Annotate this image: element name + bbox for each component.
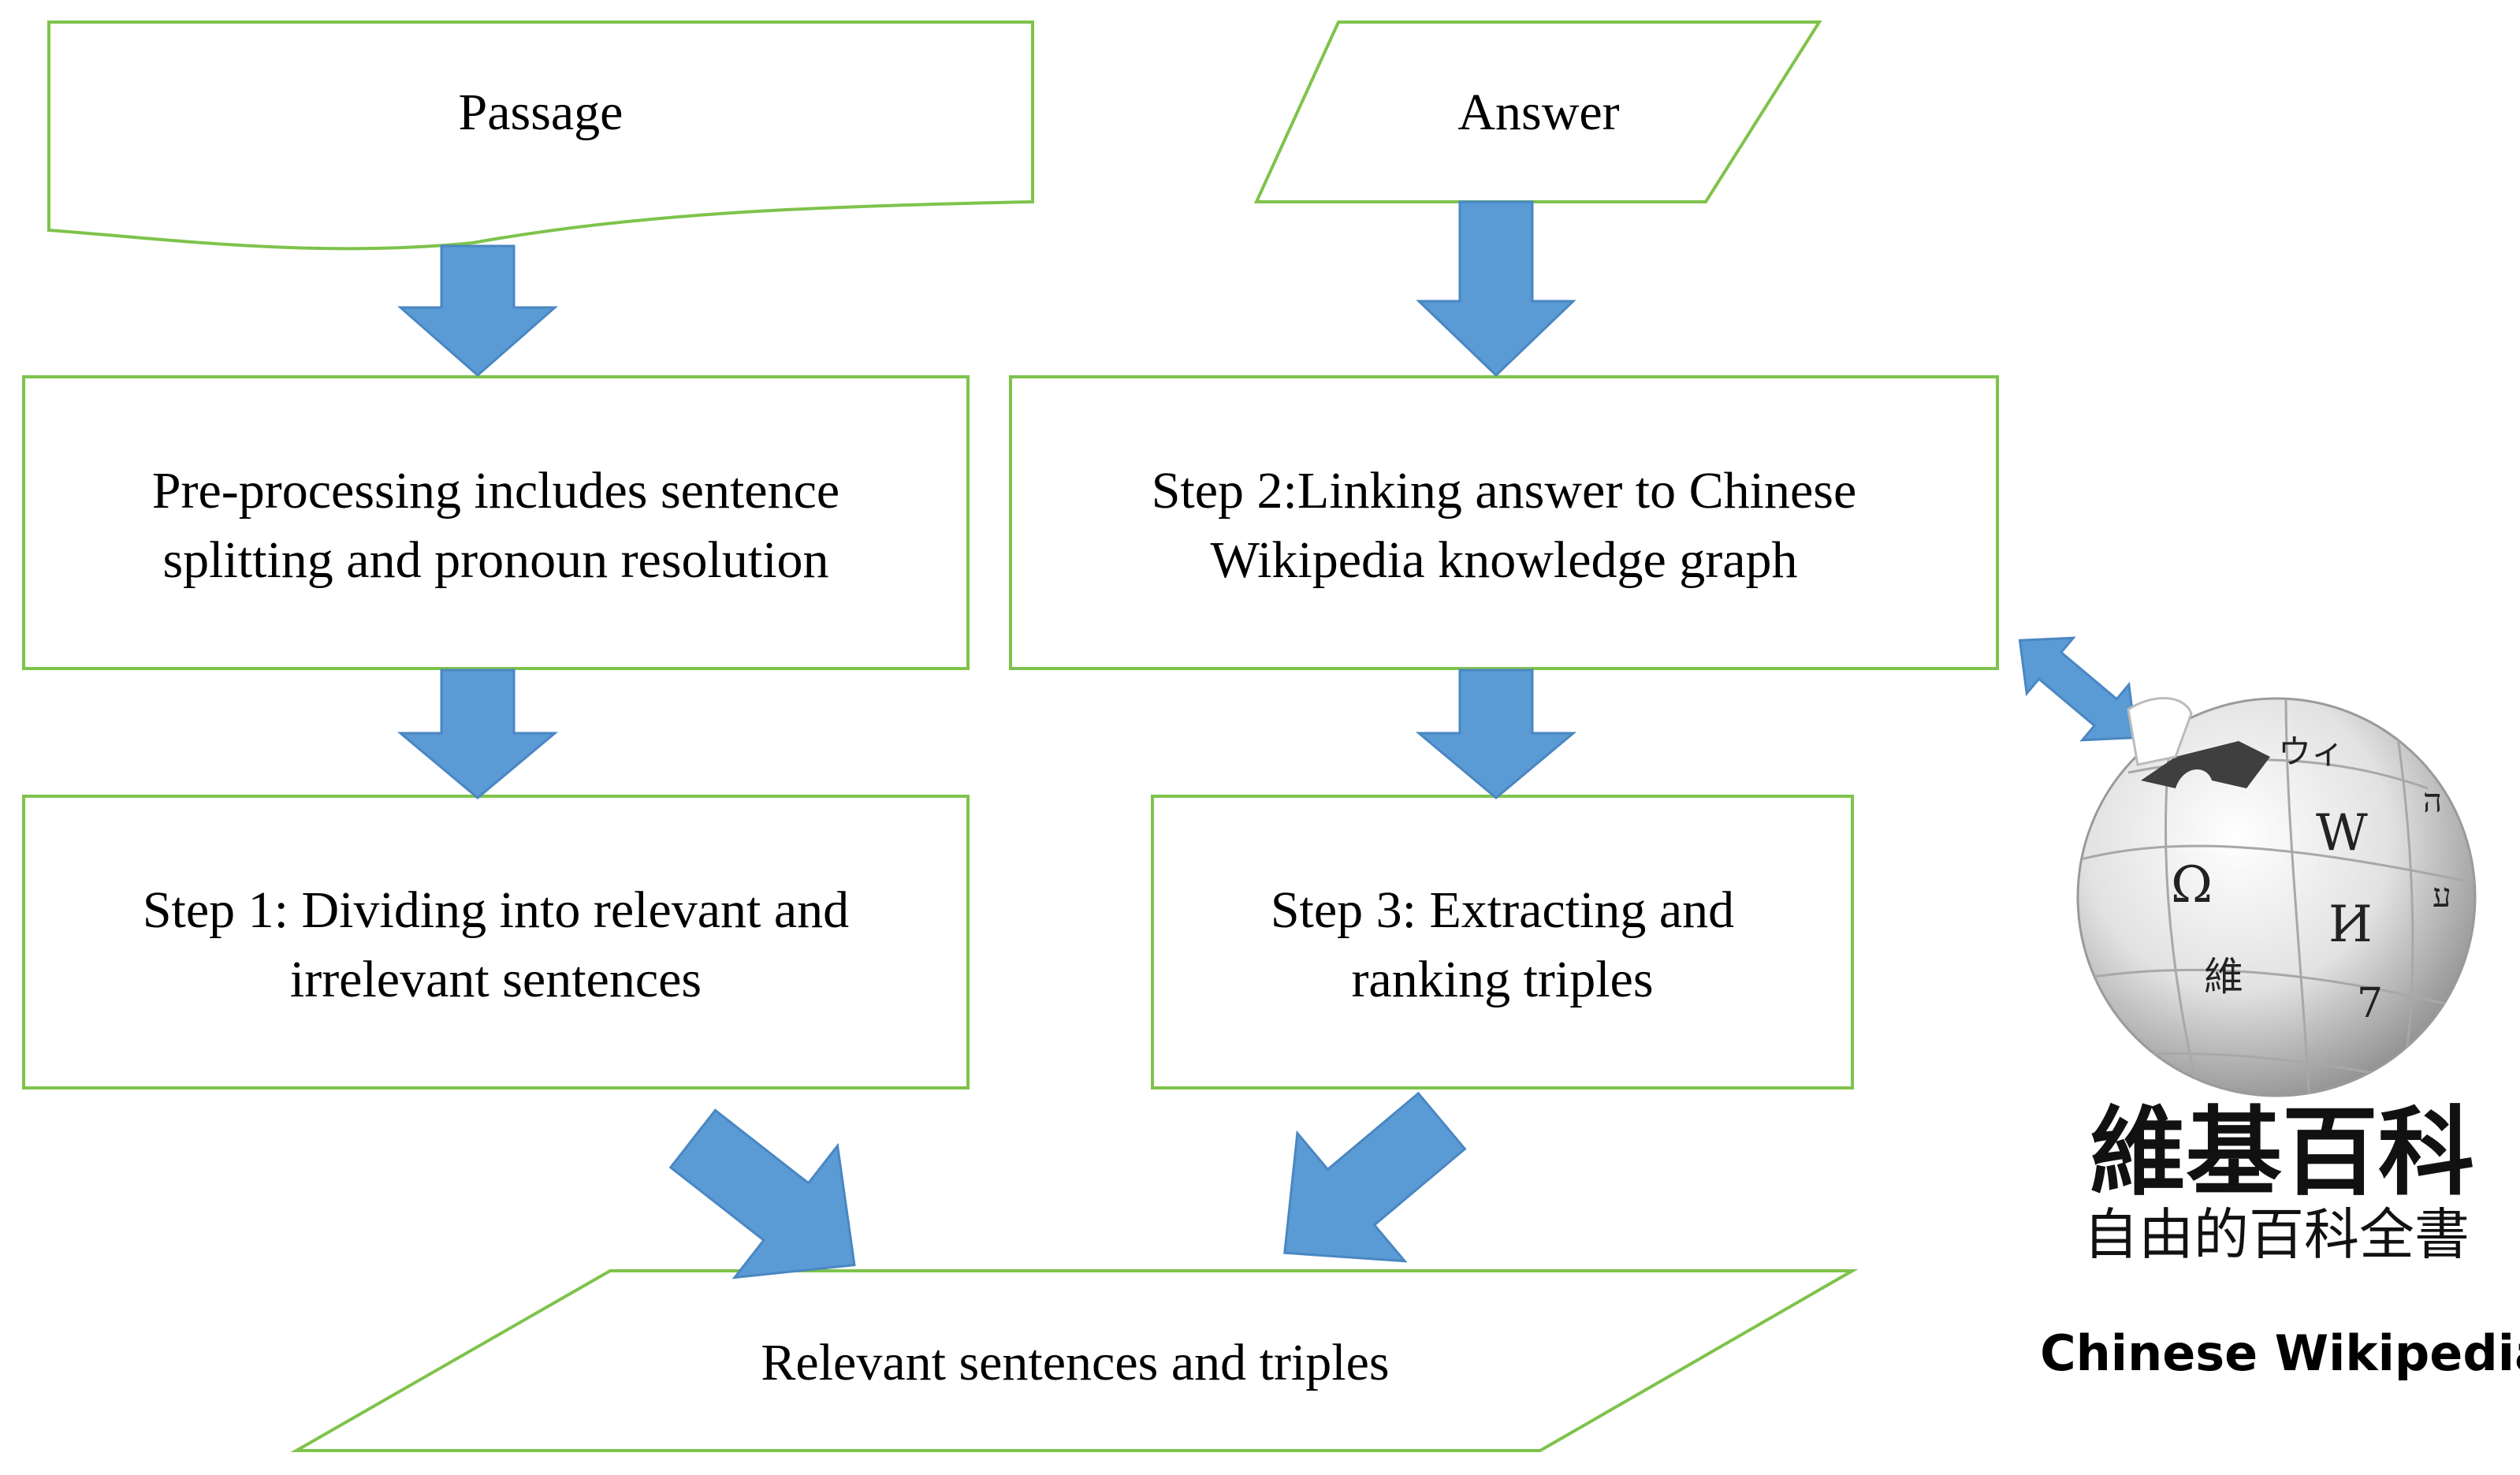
- step2-node: [1009, 375, 1999, 670]
- wiki-glyph-w: W: [2316, 804, 2368, 862]
- step3-node: [1151, 795, 1854, 1089]
- wikipedia-logo-title: 維基百科: [2090, 1097, 2474, 1209]
- step2-label-line-1: Step 2:Linking answer to Chinese: [1152, 462, 1857, 520]
- wiki-glyph-ayin: ע: [2433, 876, 2451, 914]
- answer-node: [1253, 20, 1822, 203]
- step3-label: Step 3: Extracting and ranking triples: [1271, 881, 1734, 1008]
- step2-label-line-2: Wikipedia knowledge graph: [1210, 531, 1797, 589]
- arrow-step1-to-output: [668, 1108, 856, 1279]
- wiki-glyph-omega: Ω: [2171, 856, 2213, 914]
- preprocessing-node: [22, 375, 970, 670]
- arrow-answer-to-step2: [1416, 200, 1576, 378]
- step1-label: Step 1: Dividing into relevant and irrel…: [143, 881, 849, 1008]
- step1-node: [22, 795, 970, 1089]
- wikipedia-puzzle-globe-icon: W Ω И 維 ウィ ה 7 ע: [2076, 697, 2477, 1097]
- preprocessing-label-line-2: splitting and pronoun resolution: [162, 531, 828, 589]
- answer-label-line: Answer: [1457, 84, 1619, 141]
- arrow-preprocessing-to-step1: [396, 669, 559, 799]
- wiki-glyph-wei: 維: [2204, 954, 2243, 1000]
- step1-label-line-2: irrelevant sentences: [290, 951, 702, 1008]
- arrow-step3-to-output: [1283, 1091, 1467, 1263]
- wiki-glyph-he: ה: [2423, 781, 2442, 820]
- step3-label-line-1: Step 3: Extracting and: [1271, 881, 1734, 939]
- step3-label-line-2: ranking triples: [1351, 951, 1653, 1008]
- arrow-passage-to-preprocessing: [397, 244, 558, 377]
- preprocessing-label: Pre-processing includes sentence splitti…: [152, 462, 839, 589]
- wiki-glyph-seven: 7: [2357, 980, 2383, 1027]
- passage-label: Passage: [459, 84, 623, 141]
- output-label-line: Relevant sentences and triples: [761, 1334, 1389, 1391]
- output-label: Relevant sentences and triples: [761, 1334, 1389, 1391]
- output-node: [290, 1269, 1859, 1452]
- passage-node: [47, 20, 1034, 251]
- wiki-glyph-i: И: [2328, 896, 2373, 954]
- wikipedia-caption: Chinese Wikipedia: [2040, 1324, 2520, 1382]
- passage-label-line: Passage: [459, 84, 623, 141]
- preprocessing-label-line-1: Pre-processing includes sentence: [152, 462, 839, 520]
- wiki-glyph-wi: ウィ: [2278, 732, 2344, 771]
- wikipedia-logo-subtitle: 自由的百科全書: [2083, 1202, 2470, 1267]
- arrow-step2-to-step3: [1415, 669, 1577, 799]
- step2-label: Step 2:Linking answer to Chinese Wikiped…: [1152, 462, 1857, 589]
- answer-label: Answer: [1457, 84, 1619, 141]
- step1-label-line-1: Step 1: Dividing into relevant and: [143, 881, 849, 939]
